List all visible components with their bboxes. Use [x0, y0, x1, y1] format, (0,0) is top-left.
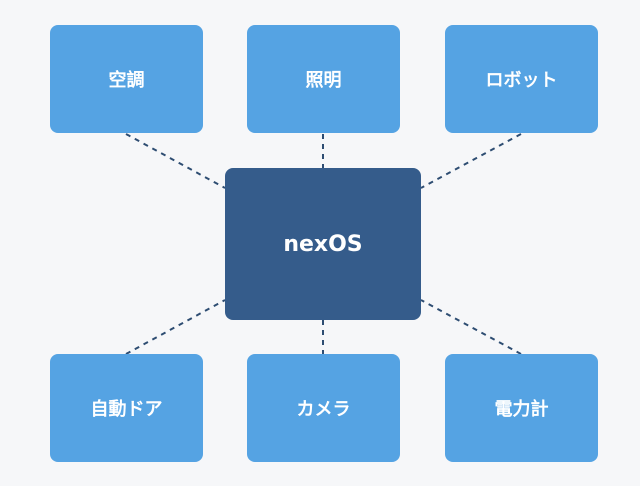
hub-label: nexOS	[283, 231, 363, 257]
device-label: カメラ	[296, 399, 351, 420]
device-label: 電力計	[494, 399, 549, 420]
device-node-camera: カメラ	[247, 354, 400, 462]
device-label: ロボット	[485, 70, 558, 91]
device-node-door: 自動ドア	[50, 354, 203, 462]
connector-robot	[420, 133, 522, 189]
device-label: 空調	[108, 70, 145, 91]
hub-node: nexOS	[225, 168, 421, 320]
device-node-light: 照明	[247, 25, 400, 133]
device-label: 自動ドア	[90, 399, 163, 420]
device-node-meter: 電力計	[445, 354, 598, 462]
connector-aircon	[125, 133, 226, 189]
device-node-aircon: 空調	[50, 25, 203, 133]
device-node-robot: ロボット	[445, 25, 598, 133]
device-label: 照明	[305, 70, 342, 91]
connector-meter	[420, 299, 522, 355]
connector-door	[125, 299, 226, 355]
